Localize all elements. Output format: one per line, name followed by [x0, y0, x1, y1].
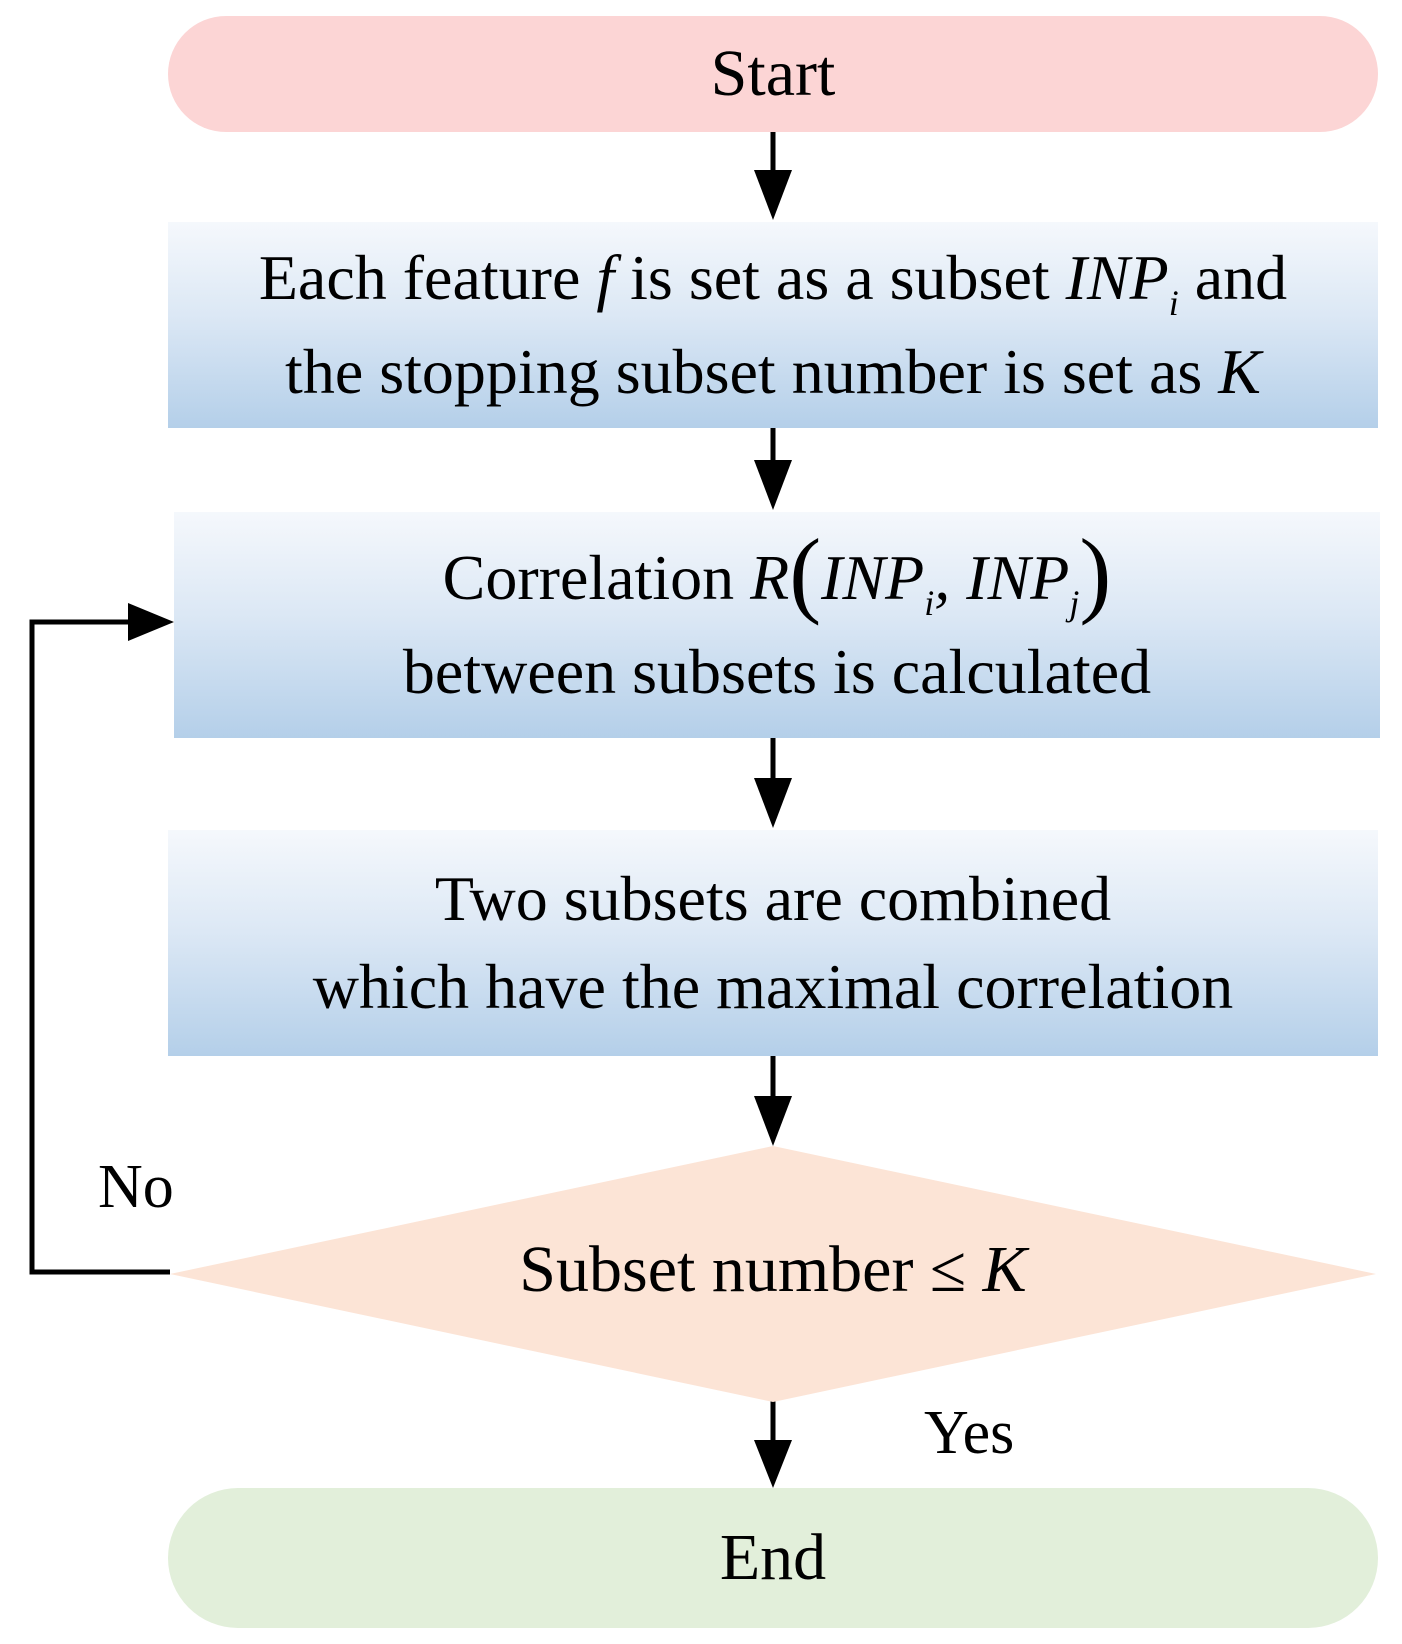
paren-open: ( — [789, 519, 822, 626]
arrowhead-end — [754, 1440, 792, 1488]
inp-i-subscript: i — [924, 583, 935, 623]
paren-close: ) — [1079, 519, 1112, 626]
init-subsets-step: Each feature f is set as a subset INPi a… — [168, 222, 1378, 428]
arrowhead-correlation — [754, 460, 792, 510]
combine-step: Two subsets are combined which have the … — [168, 830, 1378, 1056]
comma: , — [934, 542, 967, 613]
arrowhead-loop — [128, 603, 174, 641]
inp-i-symbol: INP — [821, 542, 925, 613]
inp-symbol: INP — [1065, 242, 1169, 313]
correlation-line-1: Correlation R(INPi, INPj) — [442, 525, 1112, 628]
inp-j-subscript: j — [1069, 583, 1080, 623]
k-symbol: K — [1218, 336, 1261, 408]
start-node: Start — [168, 16, 1378, 132]
init-line-2: the stopping subset number is set as K — [285, 328, 1261, 416]
arrowhead-decision — [754, 1096, 792, 1146]
init-text-d: the stopping subset number is set as — [285, 336, 1219, 408]
decision-text: Subset number ≤ K — [519, 1232, 1026, 1308]
end-label: End — [719, 1521, 827, 1594]
decision-node: Subset number ≤ K — [170, 1146, 1376, 1402]
correlation-text: Correlation — [442, 542, 751, 613]
decision-shape — [170, 1146, 1376, 1402]
feature-symbol: f — [596, 242, 615, 313]
arrowhead-combine — [754, 778, 792, 828]
combine-line-1: Two subsets are combined — [434, 863, 1112, 935]
decision-diamond — [170, 1146, 1376, 1402]
combine-line-2: which have the maximal correlation — [312, 951, 1234, 1022]
init-text-a: Each feature — [258, 242, 597, 313]
correlation-step: Correlation R(INPi, INPj) between subset… — [174, 512, 1380, 738]
arrow-no-loop — [29, 619, 170, 1275]
decision-label: Subset number ≤ — [519, 1233, 983, 1306]
start-label: Start — [710, 37, 836, 110]
arrowhead-init — [754, 170, 792, 220]
init-text-c: and — [1178, 242, 1288, 313]
init-line-1: Each feature f is set as a subset INPi a… — [259, 234, 1287, 328]
r-symbol: R — [750, 542, 790, 613]
end-node: End — [168, 1488, 1378, 1628]
init-text-b: is set as a subset — [614, 242, 1066, 313]
yes-branch-label: Yes — [924, 1399, 1015, 1467]
no-branch-label: No — [98, 1153, 174, 1221]
inp-j-symbol: INP — [966, 542, 1070, 613]
inp-subscript: i — [1168, 283, 1179, 323]
decision-k-symbol: K — [982, 1233, 1027, 1306]
correlation-line-2: between subsets is calculated — [402, 636, 1152, 708]
